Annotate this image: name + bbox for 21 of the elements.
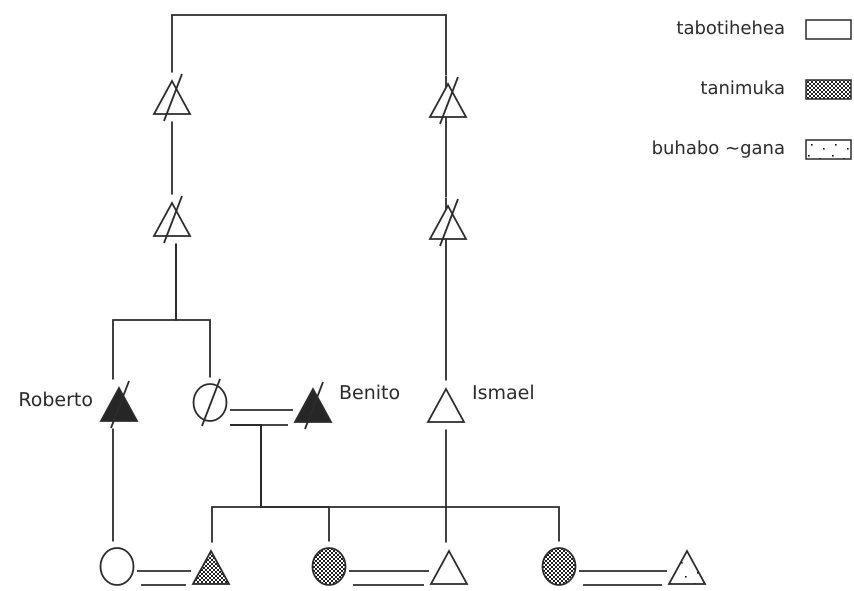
person-name: Benito — [339, 380, 400, 404]
kinship-symbol — [428, 76, 468, 124]
kinship-line — [445, 124, 447, 198]
person-name: Ismael — [472, 380, 535, 404]
kinship-symbol — [190, 378, 230, 426]
person-symbol-with-name — [18, 380, 139, 428]
kinship-line — [445, 430, 447, 542]
kinship-symbol — [152, 194, 192, 244]
legend-label: buhabo ~gana — [652, 137, 785, 161]
legend-label: tabotihehea — [676, 17, 785, 41]
kinship-symbol — [428, 198, 468, 246]
kinship-line — [171, 14, 447, 76]
person-name: Roberto — [18, 388, 93, 412]
person-symbol-with-name — [293, 380, 400, 430]
kinship-line — [445, 246, 447, 380]
kinship-line — [171, 122, 173, 194]
kinship-line — [112, 428, 114, 542]
kinship-symbol — [152, 72, 192, 122]
kinship-line — [230, 424, 560, 542]
legend-label: tanimuka — [700, 77, 785, 101]
kinship-line — [175, 244, 211, 378]
